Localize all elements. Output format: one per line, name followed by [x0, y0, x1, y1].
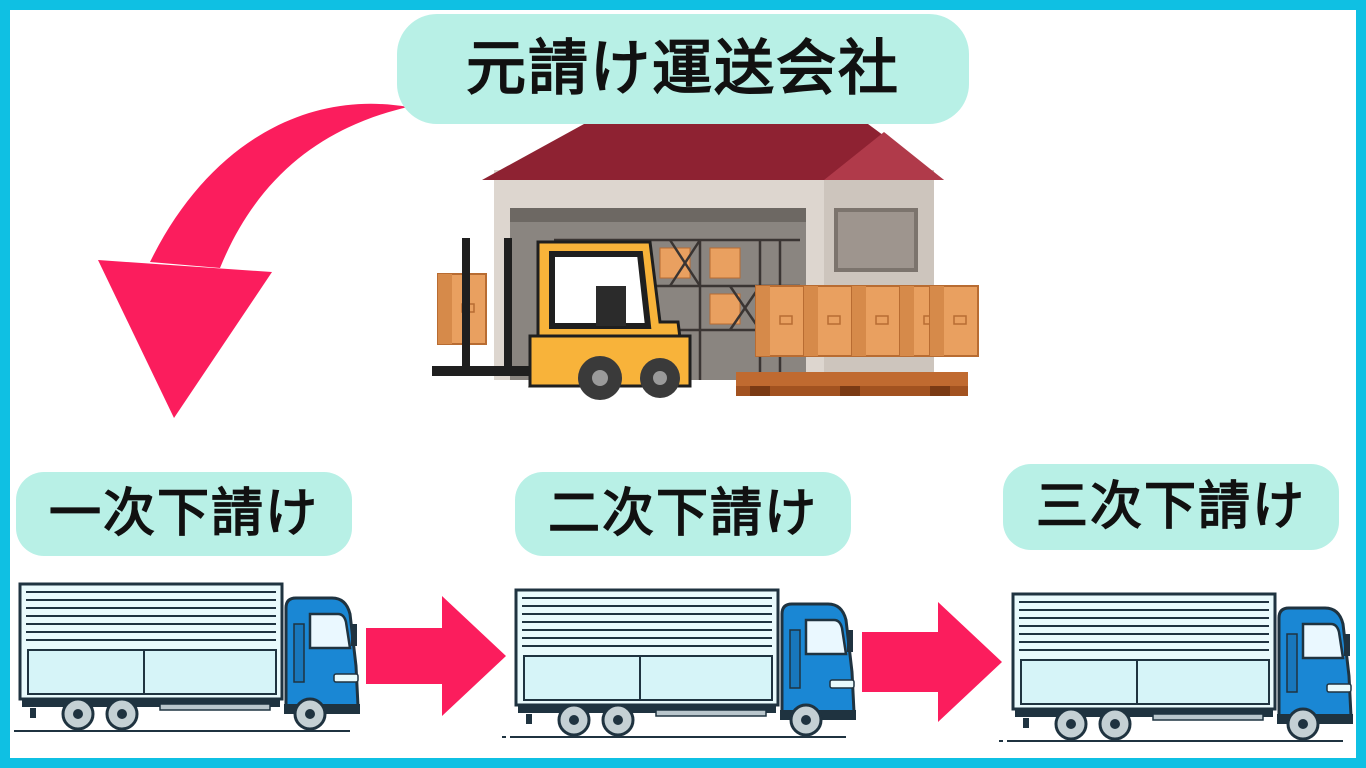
truck-icon: [10, 582, 362, 733]
prime-contractor-label: 元請け運送会社: [397, 14, 969, 124]
diagram-canvas: [10, 103, 1355, 743]
right-arrow-icon: [862, 602, 1002, 722]
truck-icon: [997, 592, 1355, 743]
truck-icon: [500, 588, 858, 739]
right-arrow-icon: [366, 596, 506, 716]
diagram-frame: 元請け運送会社 一次下請け 二次下請け 三次下請け: [10, 10, 1356, 758]
curved-arrow-icon: [98, 103, 408, 418]
third-tier-subcontractor-label: 三次下請け: [1003, 464, 1339, 550]
second-tier-subcontractor-label: 二次下請け: [515, 472, 851, 556]
first-tier-subcontractor-label: 一次下請け: [16, 472, 352, 556]
forklift-icon: [432, 238, 692, 400]
warehouse-icon: [437, 124, 979, 396]
